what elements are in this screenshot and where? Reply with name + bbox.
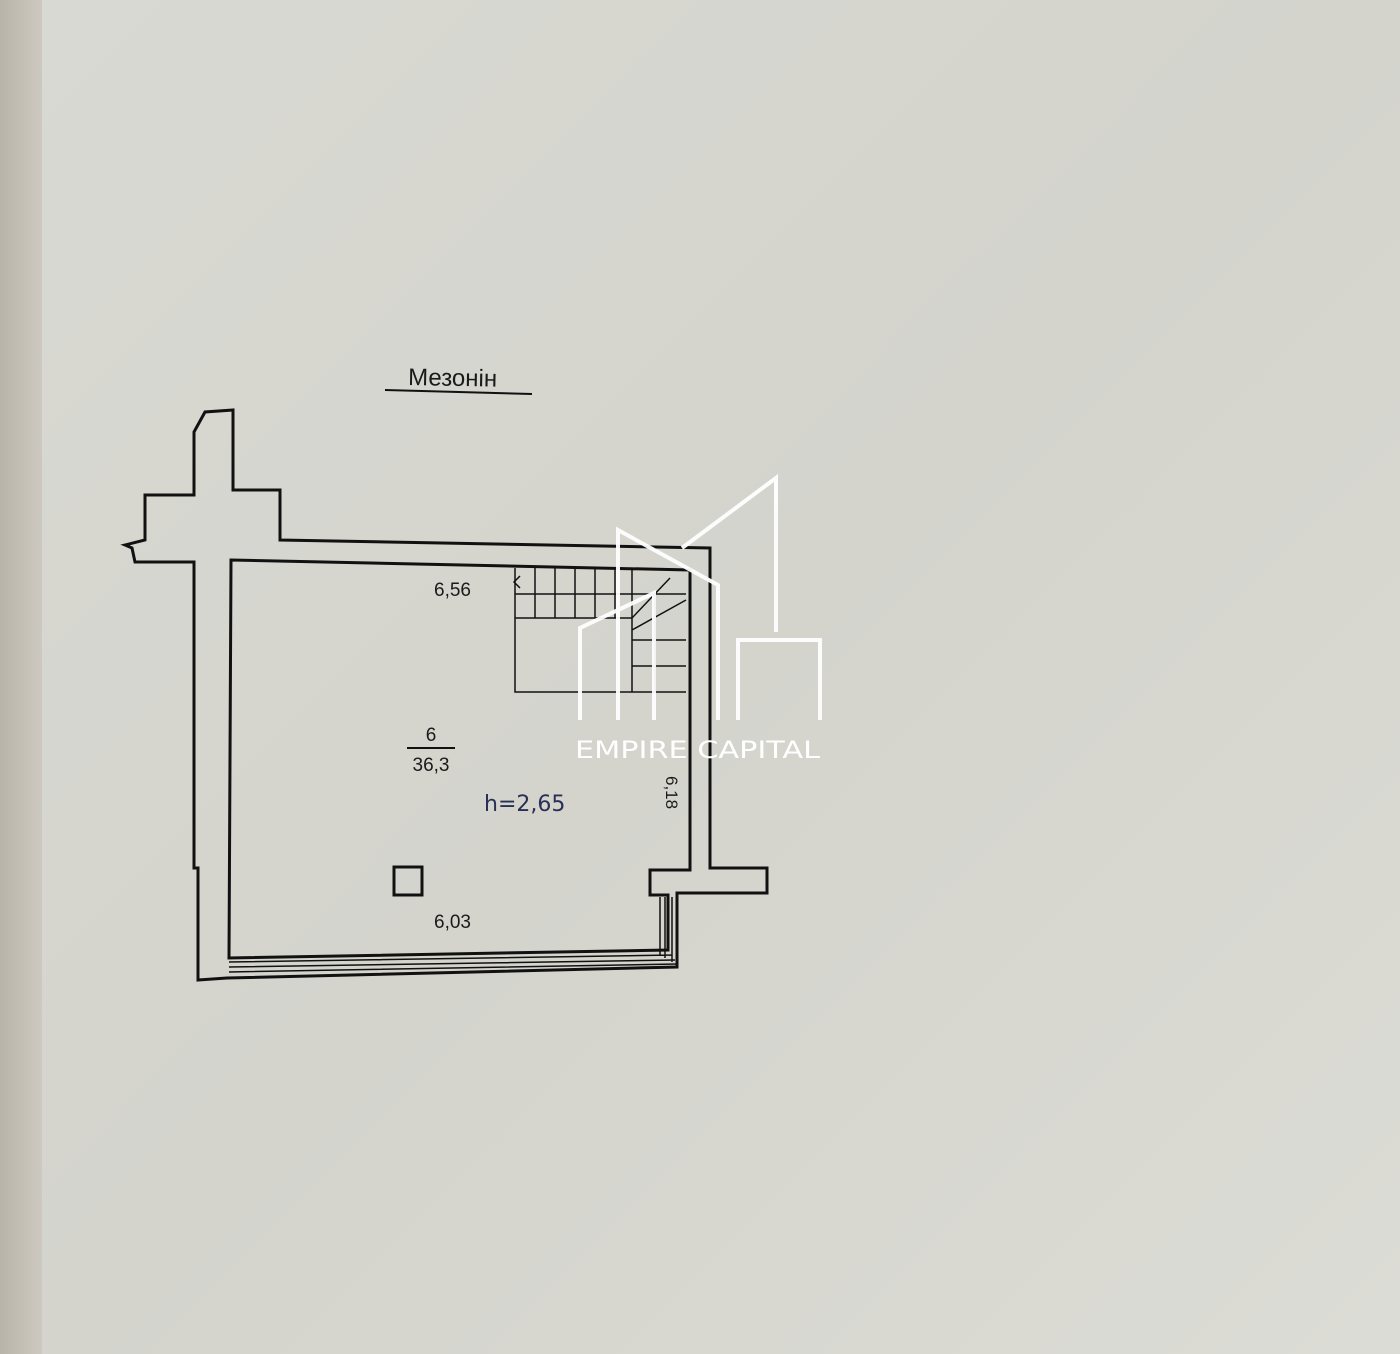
- dimension-bottom: 6,03: [434, 912, 471, 933]
- outer-wall: [120, 408, 769, 982]
- inner-wall: [227, 558, 692, 960]
- dimension-right: 6,18: [662, 776, 681, 809]
- staircase: [512, 568, 687, 693]
- dimension-top: 6,56: [434, 580, 471, 601]
- room-area: 36,3: [413, 755, 450, 776]
- paper-sheet: [42, 0, 1400, 1354]
- window: [228, 897, 678, 973]
- watermark-brand: EMPIRE CAPITAL: [575, 736, 821, 764]
- page-edge: [0, 0, 42, 1354]
- column: [392, 865, 424, 897]
- title-underline: [384, 389, 533, 395]
- plan-title: Мезонін: [408, 364, 497, 393]
- watermark-logo-icon: [578, 474, 822, 720]
- room-number: 6: [426, 725, 437, 746]
- ceiling-height-note: h=2,65: [484, 792, 565, 817]
